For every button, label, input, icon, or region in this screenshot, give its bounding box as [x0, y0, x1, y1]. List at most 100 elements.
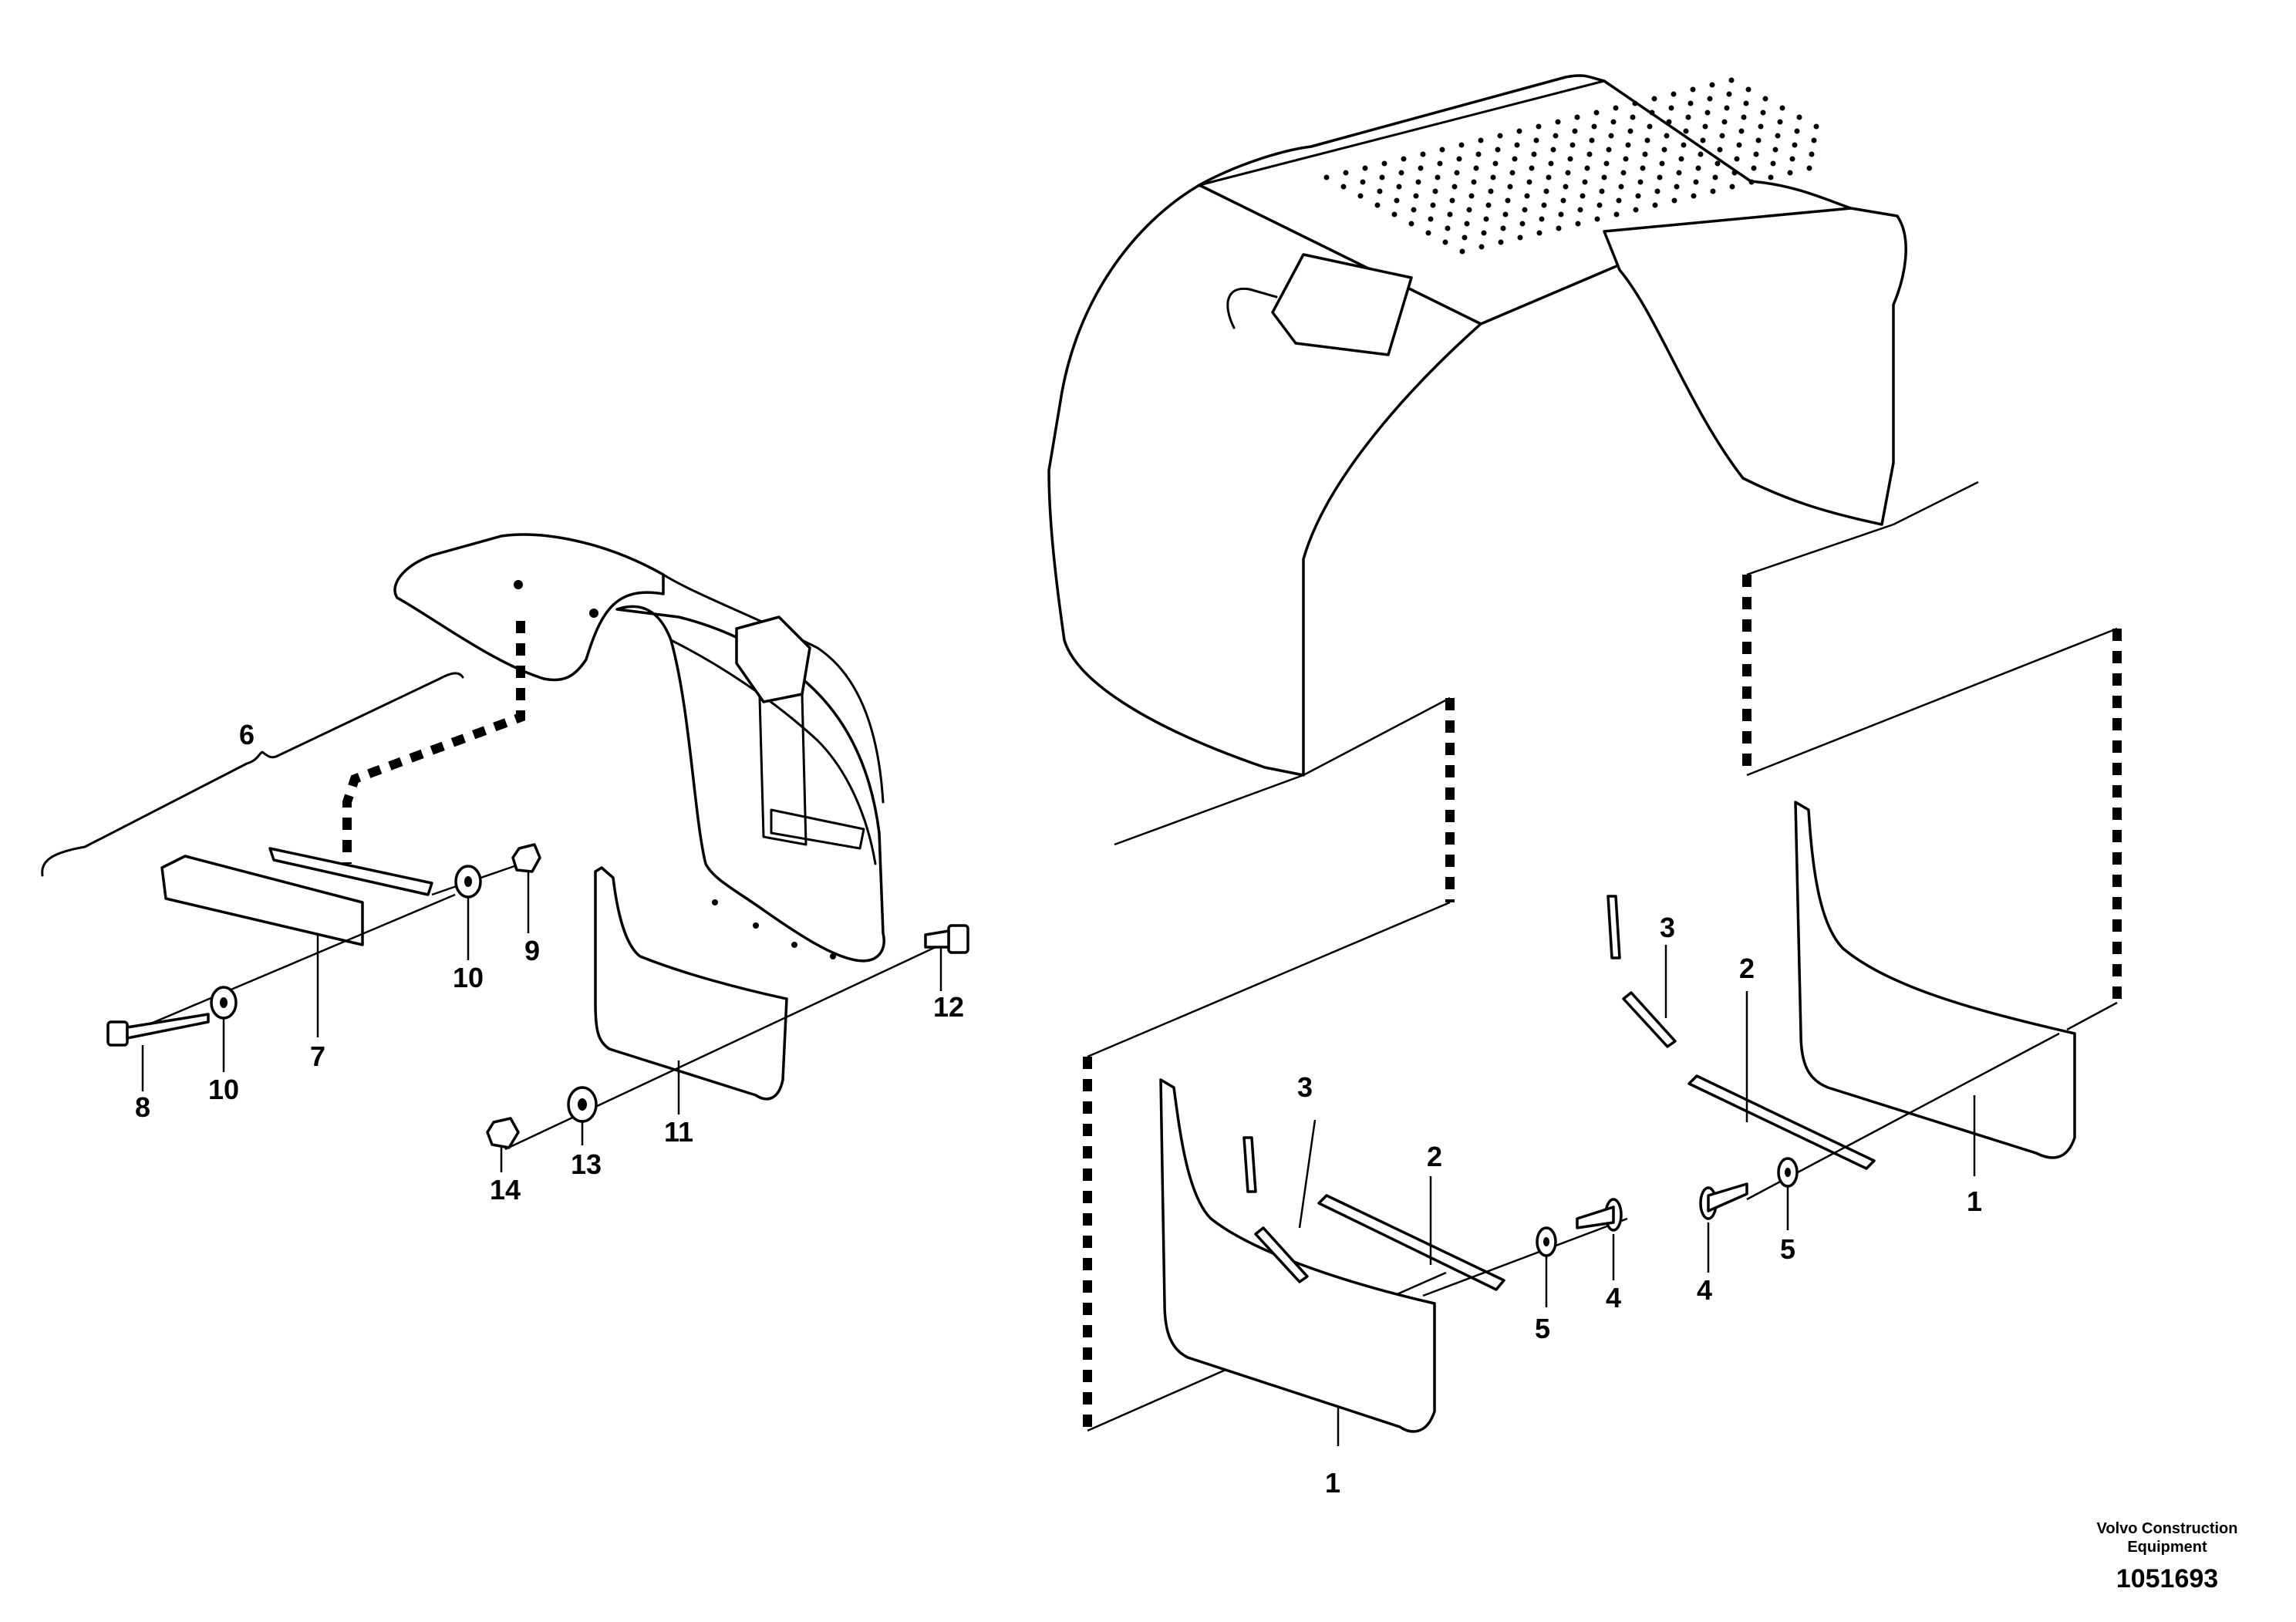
perforation-dot — [1582, 179, 1588, 185]
perforation-dot — [1374, 202, 1381, 208]
perforation-dot — [1471, 179, 1477, 185]
perforation-dot — [1613, 105, 1619, 111]
perforation-dot — [1709, 82, 1715, 88]
perforation-dot — [1580, 193, 1586, 199]
perforation-dot — [1589, 137, 1595, 143]
callout-4-left: 4 — [1606, 1282, 1621, 1313]
perforation-dot — [1464, 221, 1470, 227]
perforation-dot — [1753, 151, 1759, 157]
perforation-dot — [1468, 193, 1475, 199]
rear-frame-line-7 — [1746, 627, 2118, 777]
perforation-dot — [1563, 184, 1569, 190]
callout-6: 6 — [239, 719, 255, 750]
callout-7: 7 — [310, 1040, 325, 1072]
perforation-dot — [1627, 128, 1633, 134]
perforation-dot — [1323, 174, 1330, 180]
company-name-line1: Volvo Construction — [2097, 1520, 2238, 1537]
perforation-dot — [1652, 202, 1658, 208]
perforation-dot — [1522, 207, 1528, 213]
perforation-dot — [1676, 170, 1682, 176]
callout-10-lower: 10 — [208, 1074, 239, 1105]
perforation-dot — [1456, 156, 1462, 162]
perforation-dot — [1381, 160, 1387, 167]
callout-13: 13 — [571, 1148, 602, 1180]
axis-line-8-10-7 — [126, 893, 456, 1035]
perforation-dot — [1779, 105, 1785, 111]
perforation-dot — [1770, 160, 1776, 167]
perforation-dot — [1659, 160, 1665, 167]
callout-5-right: 5 — [1780, 1233, 1795, 1265]
leader-lines — [141, 872, 1976, 1446]
perforation-dot — [1683, 128, 1689, 134]
perforation-dot — [1492, 160, 1499, 167]
perforation-dot — [1478, 244, 1485, 250]
perforation-dot — [1620, 170, 1627, 176]
part-6-dashed-leader — [342, 621, 525, 864]
perforation-dot — [1401, 156, 1407, 162]
perforation-dot — [1721, 119, 1728, 125]
rear-fender-top — [1198, 74, 1853, 325]
rear-frame-line-3 — [1087, 901, 1451, 1058]
perforation-dot — [1729, 184, 1735, 190]
perforation-dot — [1734, 156, 1740, 162]
part-4-bolt-left — [1576, 1198, 1623, 1232]
perforation-dot — [1603, 160, 1610, 167]
perforation-dot — [1519, 221, 1526, 227]
perforation-dot — [1430, 202, 1436, 208]
perforation-dot — [1586, 151, 1593, 157]
perforation-dot — [1500, 225, 1506, 231]
callout-2-right: 2 — [1739, 953, 1755, 984]
perforation-dot — [1396, 184, 1402, 190]
perforation-dot — [1548, 160, 1554, 167]
perforation-dot — [1490, 174, 1496, 180]
perforation-dot — [1811, 137, 1817, 143]
perforation-dot — [1608, 133, 1614, 139]
perforation-dot — [1425, 230, 1431, 236]
perforation-dot — [1391, 211, 1397, 218]
perforation-dot — [1512, 156, 1518, 162]
perforation-dot — [1481, 230, 1487, 236]
perforation-dot — [1531, 151, 1537, 157]
perforation-dot — [1567, 156, 1573, 162]
perforation-dot — [1454, 170, 1460, 176]
perforation-dot — [1635, 193, 1641, 199]
perforation-dot — [1449, 197, 1455, 204]
perforation-dot — [1731, 170, 1738, 176]
perforation-dot — [1707, 96, 1713, 102]
rear-frame-line-8 — [2066, 1001, 2118, 1031]
perforation-dot — [1411, 207, 1417, 213]
perforation-dot — [1775, 133, 1781, 139]
callout-8: 8 — [135, 1091, 150, 1123]
perforation-dot — [1536, 230, 1542, 236]
perforation-dot — [1745, 86, 1752, 93]
perforation-dot — [1507, 184, 1513, 190]
perforation-dot — [1340, 184, 1347, 190]
perforation-dot — [1651, 96, 1657, 102]
part-8-bolt — [106, 1013, 210, 1047]
perforation-dot — [1674, 184, 1680, 190]
part-6-brace — [41, 672, 464, 877]
perforation-dot — [1698, 151, 1704, 157]
perforation-dot — [1435, 174, 1441, 180]
part-3-bracket-right-a — [1607, 895, 1621, 959]
perforation-dot — [1738, 128, 1745, 134]
perforation-dot — [1584, 165, 1590, 171]
rear-fender-assembly — [1047, 74, 1907, 777]
perforation-dot — [1420, 151, 1426, 157]
perforation-dot — [1768, 174, 1774, 180]
part-3-bracket-right-b — [1622, 991, 1677, 1048]
rear-dashed-frame-left — [1083, 698, 1455, 1431]
perforation-dot — [1796, 114, 1802, 120]
perforation-dot — [1594, 216, 1600, 222]
part-7-strip — [268, 847, 433, 896]
perforation-dot — [1758, 123, 1764, 130]
perforation-dot — [1550, 147, 1556, 153]
perforation-dot — [1687, 100, 1694, 106]
perforation-dot — [1654, 188, 1660, 194]
perforation-dot — [1379, 174, 1385, 180]
perforation-dot — [1681, 142, 1687, 148]
part-12-bolt — [924, 924, 969, 954]
perforation-dot — [1447, 211, 1453, 218]
perforation-dot — [1418, 165, 1424, 171]
part-10-washer-upper — [454, 865, 482, 899]
